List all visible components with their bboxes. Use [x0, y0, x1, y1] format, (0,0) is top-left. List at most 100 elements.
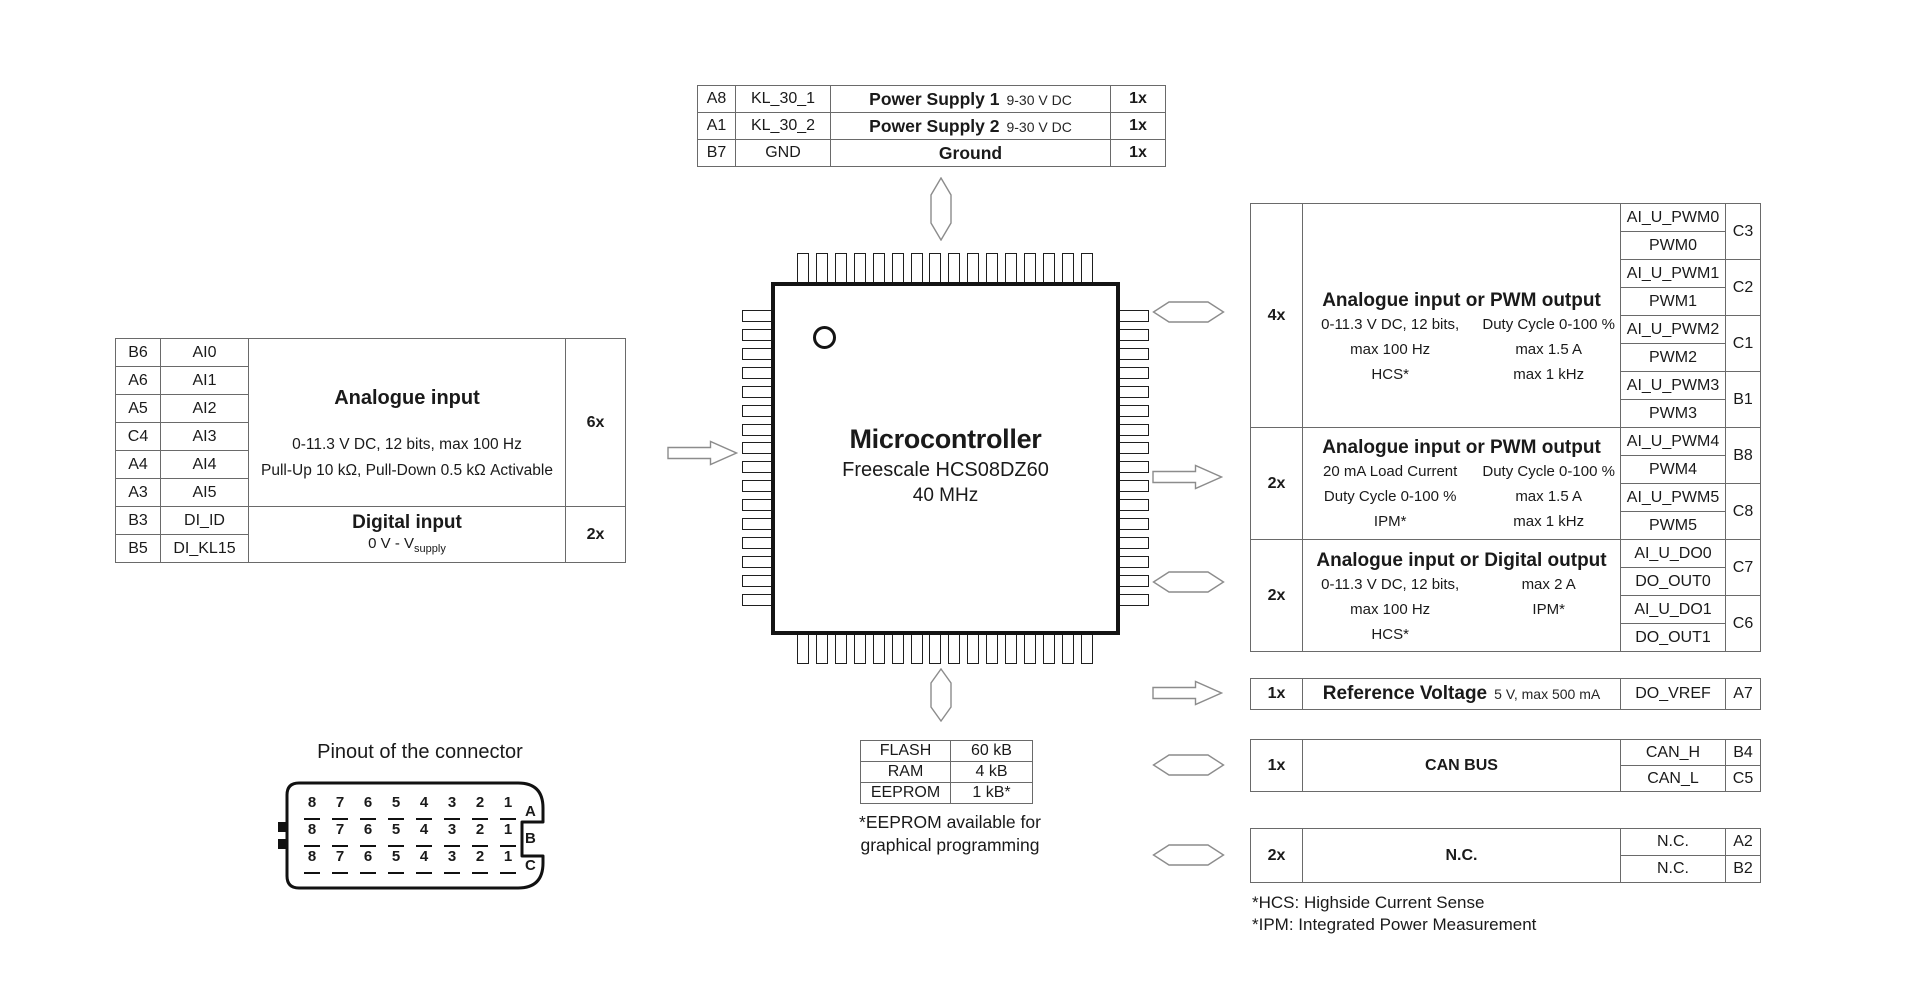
count-cell: 1x	[1110, 112, 1166, 140]
pin-cell: C7	[1725, 539, 1761, 596]
table-row: PWM1	[1251, 287, 1761, 316]
table-row: 2x Analogue input or Digital output 0-11…	[1250, 539, 1761, 652]
chip-pin	[1061, 253, 1074, 283]
pin-cell: B1	[1725, 371, 1761, 428]
signal-cell: AI4	[160, 450, 249, 479]
table-row: PWM5	[1251, 511, 1761, 540]
signal-cell: PWM4	[1620, 455, 1726, 484]
chip-pin	[910, 253, 923, 283]
connector-pin-number: 1	[494, 794, 522, 820]
pin-cell: A4	[115, 450, 161, 479]
pin-cell: B8	[1725, 427, 1761, 484]
connector-pin-number: 7	[326, 848, 354, 874]
chip-pin	[834, 634, 847, 664]
chip-pin	[1119, 385, 1149, 398]
pin-cell: A8	[697, 85, 736, 113]
nc-table: 2x N.C. N.C. A2 N.C. B2	[1250, 828, 1761, 883]
pin-cell: C4	[115, 422, 161, 451]
chip-pin	[891, 634, 904, 664]
signal-cell: AI5	[160, 478, 249, 507]
signal-cell: AI0	[160, 338, 249, 367]
pin-cell: B7	[697, 139, 736, 167]
chip-pin	[1119, 480, 1149, 493]
desc-title: CAN BUS	[1302, 739, 1621, 792]
chip-pin	[1119, 310, 1149, 322]
signal-cell: N.C.	[1620, 855, 1726, 883]
chip-pin	[967, 634, 980, 664]
arrow-right-icon	[667, 440, 738, 466]
table-row: DO_OUT1	[1251, 623, 1761, 652]
desc-title: Power Supply 1	[869, 88, 1000, 109]
can-bus-table: 1x CAN BUS CAN_H B4 CAN_L C5	[1250, 739, 1761, 792]
pin-cell: A6	[115, 366, 161, 395]
desc-title: Ground	[938, 142, 1003, 163]
signal-cell: GND	[735, 139, 831, 167]
connector-pin-number: 8	[298, 848, 326, 874]
footnote-hcs: *HCS: Highside Current Sense	[1252, 893, 1485, 912]
signal-cell: AI_U_PWM4	[1620, 427, 1726, 456]
connector-pin-number: 6	[354, 821, 382, 847]
desc-title: Power Supply 2	[869, 115, 1000, 136]
pin-cell: A3	[115, 478, 161, 507]
connector-pin-number: 6	[354, 794, 382, 820]
memory-footnote-line2: graphical programming	[860, 835, 1040, 855]
table-row: 2x N.C. N.C. A2	[1250, 828, 1761, 883]
pin-cell: A5	[115, 394, 161, 423]
table-row: 1x CAN BUS CAN_H B4	[1250, 739, 1761, 792]
chip-orientation-dot-icon	[813, 326, 836, 349]
pin-cell: C3	[1725, 203, 1761, 260]
footnote-ipm: *IPM: Integrated Power Measurement	[1252, 915, 1537, 934]
table-row: PWM4	[1251, 455, 1761, 484]
signal-cell: PWM2	[1620, 343, 1726, 372]
memory-key: RAM	[860, 761, 951, 783]
connector-row-label: C	[525, 857, 536, 874]
chip-pin	[1119, 537, 1149, 550]
desc-cell: Analogue input or Digital output 0-11.3 …	[1302, 539, 1621, 652]
chip-pin	[1061, 634, 1074, 664]
chip-pin	[742, 366, 772, 379]
signal-cell: AI_U_PWM2	[1620, 315, 1726, 344]
chip-pin	[967, 253, 980, 283]
chip-pin	[1119, 499, 1149, 512]
chip-pin	[834, 253, 847, 283]
chip-pin	[929, 253, 942, 283]
signal-cell: PWM5	[1620, 511, 1726, 540]
chip-pins-right	[1119, 310, 1149, 606]
chip-pin	[1119, 518, 1149, 531]
desc-spec: 0 V - Vsupply	[368, 534, 446, 555]
chip-pin	[1024, 253, 1037, 283]
memory-key: FLASH	[860, 740, 951, 762]
spec-right: max 2 A IPM*	[1521, 575, 1576, 618]
count-cell: 6x	[565, 338, 626, 507]
arrow-bidirectional-icon	[1152, 754, 1225, 776]
pin-cell: C1	[1725, 315, 1761, 372]
chip-pin	[1119, 423, 1149, 436]
signal-cell: CAN_L	[1620, 765, 1726, 792]
chip-pin	[891, 253, 904, 283]
chip-pin	[1042, 634, 1055, 664]
signal-cell: AI_U_PWM3	[1620, 371, 1726, 400]
table-row: B3 DI_ID Digital input 0 V - Vsupply 2x	[115, 506, 626, 563]
chip-pin	[742, 499, 772, 512]
connector-title: Pinout of the connector	[317, 741, 523, 763]
chip-pin	[742, 593, 772, 606]
arrow-bidirectional-icon	[1152, 571, 1225, 593]
connector-key-tab	[278, 839, 287, 849]
arrow-vertical-bidirectional-icon	[930, 177, 952, 241]
desc-title: Analogue input or PWM output	[1322, 436, 1601, 458]
signal-cell: KL_30_1	[735, 85, 831, 113]
table-row: N.C. B2	[1251, 855, 1761, 883]
connector-pin-number: 7	[326, 821, 354, 847]
count-cell: 2x	[565, 506, 626, 563]
